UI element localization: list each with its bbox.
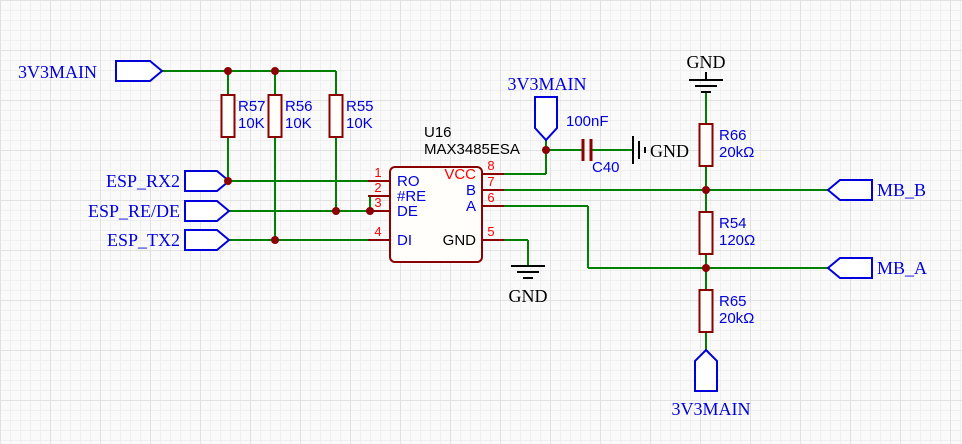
net-label-esp-rx2: ESP_RX2 (106, 171, 180, 191)
capacitor-value: 100nF (566, 113, 609, 130)
junction-dot (271, 67, 279, 75)
junction-dot (224, 177, 232, 185)
net-label-gnd: GND (509, 286, 548, 306)
resistor-ref: R66 (719, 127, 747, 144)
net-flag-mb-a[interactable]: MB_A (826, 257, 927, 279)
resistor-r54[interactable]: R54 120Ω (698, 211, 756, 255)
junction-dot (224, 67, 232, 75)
pin-number-4: 4 (374, 224, 381, 239)
net-flag-esp-rede[interactable]: ESP_RE/DE (88, 200, 231, 222)
resistor-value: 10K (346, 115, 373, 132)
resistor-body (328, 94, 344, 138)
pin-name-ro: RO (397, 173, 420, 190)
power-flag-3v3main-bottom[interactable]: 3V3MAIN (672, 348, 751, 419)
resistor-body (220, 94, 236, 138)
junction-dot (366, 207, 374, 215)
wires (162, 70, 828, 350)
net-flag-mb-b[interactable]: MB_B (826, 179, 926, 201)
resistor-r65[interactable]: R65 20kΩ (698, 289, 755, 333)
pin-name-re: #RE (397, 188, 426, 205)
net-flag-shape (826, 257, 873, 279)
capacitor-c40[interactable]: 100nF C40 (566, 113, 620, 176)
net-label-gnd: GND (650, 141, 689, 161)
resistor-value: 10K (238, 115, 265, 132)
junction-dot (271, 236, 279, 244)
gnd-symbol-top[interactable]: GND (687, 52, 726, 93)
net-flag-shape (184, 200, 231, 222)
resistor-body (267, 94, 283, 138)
net-flag-shape (184, 170, 231, 192)
resistor-ref: R57 (238, 98, 266, 115)
net-label-3v3main: 3V3MAIN (672, 399, 751, 419)
pin-name-di: DI (397, 232, 412, 249)
junction-dots (224, 67, 710, 272)
pin-number-3: 3 (374, 195, 381, 210)
pin-number-1: 1 (374, 165, 381, 180)
resistor-ref: R65 (719, 293, 747, 310)
resistor-body (698, 123, 714, 167)
resistor-body (698, 211, 714, 255)
resistor-value: 20kΩ (719, 310, 754, 327)
resistor-ref: R54 (719, 215, 747, 232)
resistor-ref: R55 (346, 98, 374, 115)
resistor-r56[interactable]: R56 10K (267, 94, 313, 138)
junction-dot (702, 264, 710, 272)
power-flag-shape (694, 348, 718, 392)
pin-name-vcc: VCC (444, 166, 476, 183)
resistor-r66[interactable]: R66 20kΩ (698, 123, 755, 167)
resistor-body (698, 289, 714, 333)
junction-dot (332, 207, 340, 215)
net-flag-shape (826, 179, 873, 201)
junction-dot (702, 186, 710, 194)
ic-u16[interactable]: U16 MAX3485ESA 1 2 3 4 8 7 6 5 RO #RE DE… (368, 124, 520, 263)
ic-ref: U16 (424, 124, 452, 141)
net-flag-shape (184, 229, 231, 251)
pin-number-5: 5 (487, 224, 494, 239)
resistor-value: 10K (285, 115, 312, 132)
net-label-esp-rede: ESP_RE/DE (88, 201, 180, 221)
net-label-gnd: GND (687, 52, 726, 72)
resistor-value: 20kΩ (719, 144, 754, 161)
pin-name-de: DE (397, 203, 418, 220)
net-flag-esp-tx2[interactable]: ESP_TX2 (107, 229, 231, 251)
net-label-mb-b: MB_B (877, 180, 926, 200)
ic-body (389, 166, 483, 263)
resistor-ref: R56 (285, 98, 313, 115)
net-flag-esp-rx2[interactable]: ESP_RX2 (106, 170, 231, 192)
gnd-symbol-c40[interactable]: GND (632, 136, 689, 164)
gnd-symbol-pin5[interactable]: GND (509, 265, 548, 306)
resistor-r57[interactable]: R57 10K (220, 94, 266, 138)
pin-number-6: 6 (487, 190, 494, 205)
pin-name-a: A (466, 198, 476, 215)
power-flag-shape (534, 96, 558, 142)
power-flag-3v3main-topleft[interactable]: 3V3MAIN (18, 60, 164, 82)
net-label-3v3main: 3V3MAIN (18, 62, 97, 82)
pin-number-8: 8 (487, 158, 494, 173)
pin-name-gnd: GND (443, 232, 477, 249)
net-flag-shape (115, 60, 164, 82)
resistor-value: 120Ω (719, 232, 755, 249)
pin-name-b: B (466, 182, 476, 199)
pin-number-2: 2 (374, 180, 381, 195)
pin-number-7: 7 (487, 174, 494, 189)
net-label-esp-tx2: ESP_TX2 (107, 230, 180, 250)
power-flag-3v3main-vcc[interactable]: 3V3MAIN (508, 74, 587, 142)
ic-value: MAX3485ESA (424, 141, 520, 158)
resistor-r55[interactable]: R55 10K (328, 94, 374, 138)
capacitor-ref: C40 (592, 159, 620, 176)
junction-dot (542, 146, 550, 154)
net-label-mb-a: MB_A (877, 258, 927, 278)
net-label-3v3main: 3V3MAIN (508, 74, 587, 94)
